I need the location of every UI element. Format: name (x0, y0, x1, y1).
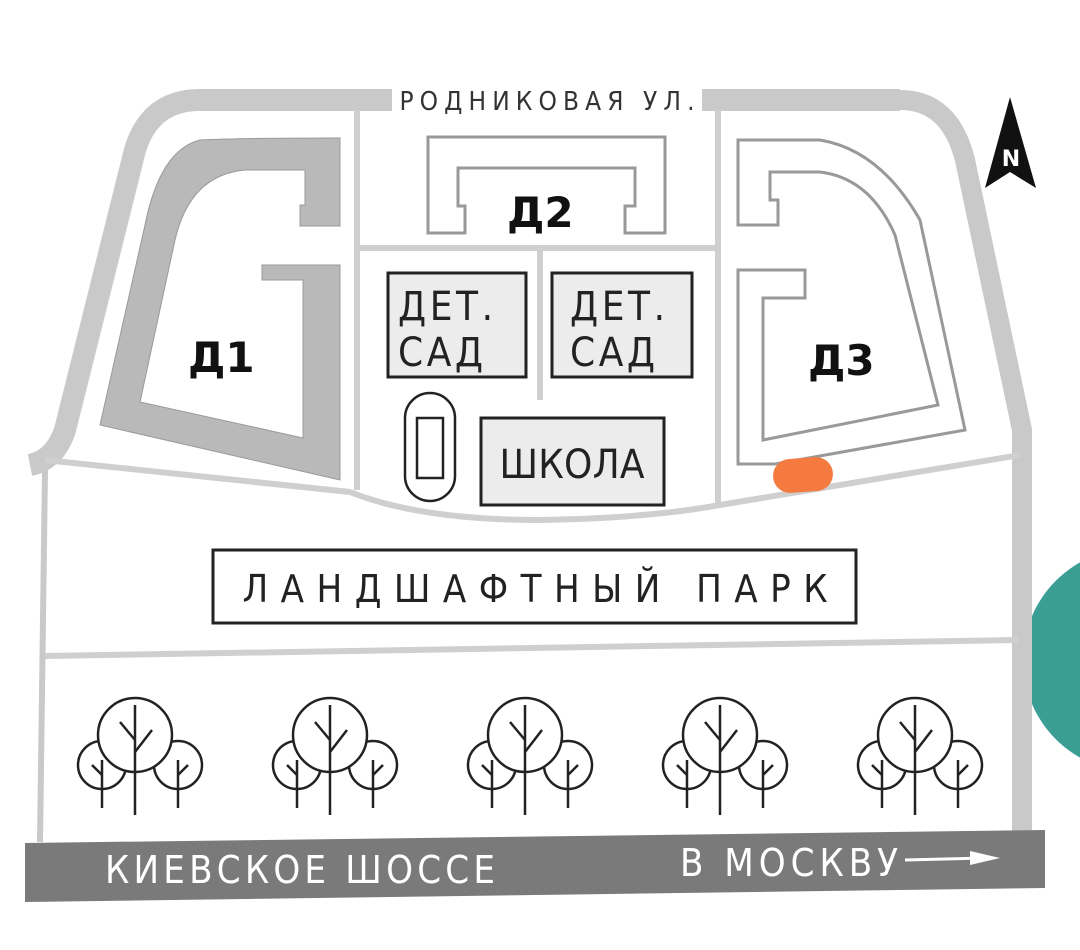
trees (76, 696, 984, 815)
kindergarten-1[interactable]: ДЕТ. САД (386, 271, 528, 379)
arrow-right-icon (904, 851, 1000, 865)
kindergarten-1-line1: ДЕТ. (398, 284, 493, 330)
north-label: N (1002, 147, 1020, 172)
inner-streets (44, 110, 1021, 659)
building-d2[interactable] (426, 135, 667, 235)
building-d3-upper[interactable] (736, 138, 967, 466)
school[interactable]: ШКОЛА (479, 416, 666, 507)
label-d1: Д1 (188, 333, 255, 382)
park-label: ЛАНДШАФТНЫЙ ПАРК (243, 567, 828, 611)
tree-icon (466, 696, 594, 815)
label-d3: Д3 (808, 336, 875, 385)
building-d1[interactable] (99, 137, 341, 481)
kindergarten-2-line1: ДЕТ. (570, 284, 665, 330)
tree-icon (856, 696, 984, 815)
kievskoe-highway: КИЕВСКОЕ ШОССЕ В МОСКВУ (25, 830, 1045, 902)
landscape-park[interactable]: ЛАНДШАФТНЫЙ ПАРК (211, 548, 858, 625)
kindergarten-2-line2: САД (570, 330, 655, 376)
kindergarten-2[interactable]: ДЕТ. САД (550, 271, 694, 379)
tree-icon (661, 696, 789, 815)
location-marker[interactable] (772, 456, 834, 494)
kindergarten-1-line2: САД (398, 330, 483, 376)
tree-icon (271, 696, 399, 815)
street-label-top: РОДНИКОВАЯ УЛ. (400, 87, 695, 117)
parking-icon (403, 391, 457, 503)
highway-label: КИЕВСКОЕ ШОССЕ (105, 848, 495, 892)
teal-circle-button[interactable] (1023, 548, 1080, 772)
north-arrow-icon: N (985, 97, 1036, 188)
label-d2: Д2 (507, 188, 574, 237)
tree-icon (76, 696, 204, 815)
school-label: ШКОЛА (500, 442, 645, 488)
